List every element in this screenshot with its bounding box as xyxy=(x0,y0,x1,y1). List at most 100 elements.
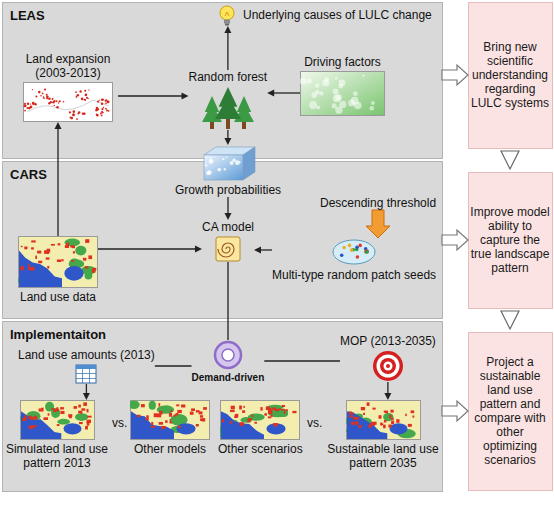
shape-rect xyxy=(76,365,96,369)
shape-rect xyxy=(384,411,388,414)
shape-rect xyxy=(70,245,74,247)
shape-rect xyxy=(31,240,36,242)
shape-circle xyxy=(333,95,341,103)
shape-rect xyxy=(83,258,86,261)
shape-rect xyxy=(88,255,92,259)
shape-circle xyxy=(380,358,396,374)
node-label: Improve model ability to capture the tru… xyxy=(470,205,550,275)
shape-rect xyxy=(240,424,243,426)
shape-circle xyxy=(226,157,228,159)
shape-circle xyxy=(103,99,105,101)
shape-rect xyxy=(85,239,89,243)
section-panel: LEASUnderlying causes of LULC changeLand… xyxy=(2,2,442,158)
shape-rect xyxy=(141,404,145,407)
shape-rect xyxy=(53,409,56,412)
shape-rect xyxy=(176,413,179,415)
shape-circle xyxy=(351,97,359,105)
shape-rect xyxy=(240,422,244,426)
shape-rect xyxy=(37,251,41,254)
shape-rect xyxy=(286,409,288,411)
shape-circle xyxy=(69,111,71,113)
shape-rect xyxy=(388,425,392,428)
shape-circle xyxy=(333,89,339,95)
node-label: CA model xyxy=(202,220,254,234)
shape-polygon xyxy=(182,93,189,100)
connector-arrow xyxy=(225,197,232,220)
connector-arrow xyxy=(267,90,300,97)
seed-icon xyxy=(331,238,377,266)
shape-rect xyxy=(216,237,240,261)
shape-circle xyxy=(102,112,104,114)
land-use-map xyxy=(18,236,98,288)
connector-arrow xyxy=(254,247,272,254)
diagram-node: Random forest xyxy=(189,70,268,130)
shape-ellipse xyxy=(164,406,172,410)
shape-rect xyxy=(390,410,393,413)
shape-circle xyxy=(319,91,323,95)
shape-circle xyxy=(335,107,342,114)
shape-rect xyxy=(24,247,27,250)
shape-polygon xyxy=(195,246,202,253)
shape-rect xyxy=(363,413,365,415)
shape-circle xyxy=(205,164,207,166)
node-label: Growth probabilities xyxy=(175,183,281,197)
shape-rect xyxy=(366,402,369,406)
shape-circle xyxy=(56,106,59,109)
shape-rect xyxy=(146,415,149,418)
diagram-node: CA model xyxy=(202,220,254,262)
shape-rect xyxy=(370,422,374,425)
shape-circle xyxy=(358,244,362,248)
shape-rect xyxy=(51,244,55,246)
shape-rect xyxy=(151,426,155,428)
shape-circle xyxy=(222,349,234,361)
shape-ellipse xyxy=(149,401,156,410)
shape-rect xyxy=(222,419,224,422)
shape-polygon xyxy=(218,87,237,107)
shape-rect xyxy=(174,414,176,416)
target-icon xyxy=(372,350,404,382)
connector-arrow xyxy=(118,93,189,100)
shape-path xyxy=(19,251,62,287)
shape-ellipse xyxy=(57,419,70,425)
diagram-node: Land use data xyxy=(18,236,98,304)
shape-rect xyxy=(20,267,23,271)
shape-polygon xyxy=(205,96,219,112)
land-use-map xyxy=(20,400,95,440)
shape-rect xyxy=(200,418,205,421)
shape-circle xyxy=(70,117,72,119)
shape-circle xyxy=(59,100,61,102)
shape-rect xyxy=(28,267,30,270)
shape-ellipse xyxy=(45,402,54,412)
land-use-map xyxy=(346,400,421,440)
shape-path xyxy=(347,411,387,439)
shape-circle xyxy=(353,91,358,96)
shape-ellipse xyxy=(280,409,289,417)
shape-rect xyxy=(30,267,34,271)
shape-rect xyxy=(412,416,414,418)
shape-polygon xyxy=(224,26,231,33)
factor-map xyxy=(300,71,385,116)
node-label: MOP (2013-2035) xyxy=(340,334,436,348)
shape-rect xyxy=(73,406,77,409)
shape-rect xyxy=(46,257,50,259)
shape-rect xyxy=(178,426,181,428)
shape-circle xyxy=(339,79,346,86)
lightbulb-icon xyxy=(216,4,238,26)
shape-rect xyxy=(202,418,206,421)
shape-polygon xyxy=(267,90,274,97)
shape-circle xyxy=(85,94,88,97)
shape-rect xyxy=(159,403,161,407)
shape-rect xyxy=(268,416,272,418)
shape-circle xyxy=(26,107,28,109)
shape-rect xyxy=(19,237,98,288)
node-label: CARS xyxy=(10,167,47,182)
shape-rect xyxy=(275,409,279,411)
shape-circle xyxy=(365,250,369,254)
node-label: Simulated land use pattern 2013 xyxy=(4,442,110,470)
shape-ellipse xyxy=(51,408,60,418)
shape-circle xyxy=(340,253,344,257)
shape-rect xyxy=(66,243,69,246)
connector-arrow xyxy=(55,122,62,236)
shape-polygon xyxy=(366,210,390,238)
shape-circle xyxy=(96,114,98,116)
